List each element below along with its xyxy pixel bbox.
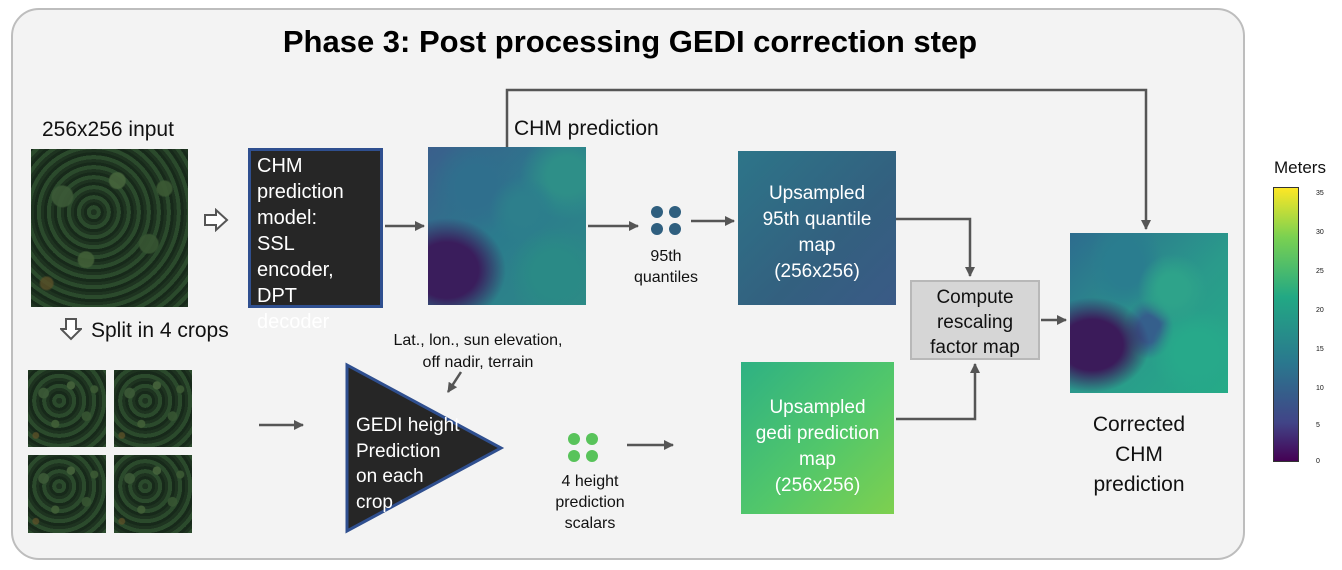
crop-image: [114, 370, 192, 447]
upsampled-gedi-line: Upsampled: [769, 397, 866, 418]
chm-prediction-model-box: CHM prediction model: SSL encoder, DPT d…: [248, 148, 383, 333]
gedi-prediction-triangle: [345, 362, 505, 534]
quantiles-label-line: quantiles: [633, 269, 699, 286]
arrow-upsampled95-to-rescaling: [896, 217, 975, 277]
rescaling-line: rescaling: [936, 312, 1014, 333]
crop-image: [28, 455, 106, 533]
quantiles-label: 95th quantiles: [620, 246, 712, 288]
chm-model-line: CHM: [257, 155, 303, 177]
colorbar-tick: 20: [1316, 307, 1324, 314]
metadata-label-line: off nadir, terrain: [422, 354, 534, 371]
colorbar-tick: 10: [1316, 385, 1324, 392]
chm-model-line: DPT decoder: [257, 285, 330, 333]
chm-model-line: model:: [257, 207, 318, 229]
height-scalars-line: scalars: [564, 515, 616, 532]
arrow-metadata-to-gedi: [446, 371, 463, 393]
upsampled95-line: map: [798, 235, 836, 256]
metadata-label: Lat., lon., sun elevation, off nadir, te…: [380, 330, 576, 374]
arrow-chm-to-corrected: [505, 88, 1151, 230]
upsampled-gedi-line: gedi prediction: [755, 423, 880, 444]
corrected-chm-label: Corrected CHM prediction: [1064, 410, 1214, 500]
chm-model-line: SSL encoder,: [257, 233, 334, 281]
upsampled95-line: 95th quantile: [762, 209, 872, 230]
arrow-gedi-to-rescaling: [896, 363, 980, 421]
colorbar-tick: 15: [1316, 346, 1324, 353]
colorbar: [1273, 187, 1299, 462]
gedi-model-line: Prediction: [356, 440, 441, 462]
chm-prediction-image: [428, 147, 586, 305]
gedi-model-text: GEDI height Prediction on each crop: [356, 413, 460, 515]
quantiles-label-line: 95th: [650, 248, 682, 265]
input-image: [31, 149, 188, 307]
compute-rescaling-factor-map-box: Compute rescaling factor map: [910, 280, 1040, 360]
height-scalars-line: 4 height: [561, 473, 619, 490]
metadata-label-line: Lat., lon., sun elevation,: [393, 332, 563, 349]
hollow-right-arrow-icon: [204, 208, 229, 232]
corrected-label-line: Corrected: [1092, 413, 1186, 436]
colorbar-tick: 25: [1316, 268, 1324, 275]
upsampled95-line: Upsampled: [768, 183, 866, 204]
crop-image: [114, 455, 192, 533]
diagram-title: Phase 3: Post processing GEDI correction…: [282, 24, 978, 59]
colorbar-tick: 35: [1316, 190, 1324, 197]
hollow-down-arrow-icon: [60, 318, 82, 341]
rescaling-line: Compute: [936, 287, 1014, 308]
colorbar-tick: 0: [1316, 458, 1320, 465]
split-label: Split in 4 crops: [91, 319, 229, 342]
corrected-chm-image: [1070, 233, 1228, 393]
crop-image: [28, 370, 106, 447]
colorbar-title: Meters: [1274, 158, 1326, 177]
upsampled-gedi-line: map: [799, 449, 836, 470]
colorbar-tick: 5: [1316, 422, 1320, 429]
quantile-dots: [651, 206, 683, 236]
corrected-label-line: CHM: [1115, 443, 1163, 466]
corrected-label-line: prediction: [1093, 473, 1185, 496]
upsampled-gedi-line: (256x256): [774, 475, 861, 496]
upsampled95-line: (256x256): [774, 261, 860, 282]
gedi-model-line: GEDI height: [356, 415, 460, 436]
height-scalars-line: prediction: [555, 494, 625, 511]
height-scalars-label: 4 height prediction scalars: [540, 471, 640, 534]
input-label: 256x256 input: [42, 118, 174, 141]
chm-model-line: prediction: [257, 181, 344, 203]
gedi-model-line: on each: [356, 466, 424, 487]
rescaling-line: factor map: [930, 337, 1020, 358]
colorbar-tick: 30: [1316, 229, 1324, 236]
upsampled-95th-quantile-map: Upsampled 95th quantile map (256x256): [738, 151, 896, 305]
chm-prediction-label: CHM prediction: [514, 117, 659, 140]
upsampled-gedi-prediction-map: Upsampled gedi prediction map (256x256): [741, 362, 894, 514]
gedi-dots: [568, 433, 600, 463]
gedi-model-line: crop: [356, 491, 393, 513]
